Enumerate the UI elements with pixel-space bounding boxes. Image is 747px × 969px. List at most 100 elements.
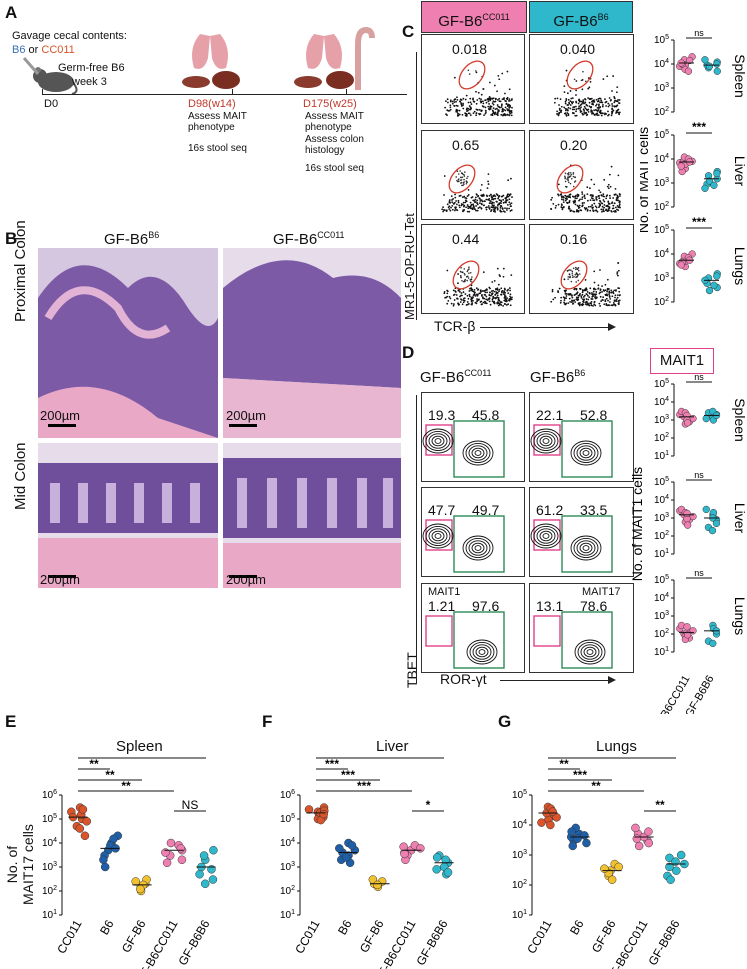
c-gate xyxy=(566,60,594,90)
c-flow-event xyxy=(478,298,480,301)
c-flow-event xyxy=(602,103,604,106)
c-flow-event xyxy=(469,97,472,100)
data-point xyxy=(580,831,589,840)
c-flow-event xyxy=(448,208,451,210)
c-flow-event xyxy=(611,291,613,294)
c-flow-event xyxy=(458,113,461,116)
c-flow-event xyxy=(488,194,491,197)
c-gate-event xyxy=(469,271,472,274)
contour-ring xyxy=(577,641,603,663)
data-point xyxy=(665,853,674,863)
c-flow-event xyxy=(474,301,477,304)
c-flow-event xyxy=(452,198,455,200)
d98-seq: 16s stool seq xyxy=(188,143,247,154)
data-point xyxy=(713,272,721,280)
c-flow-event xyxy=(599,109,602,112)
c-flow-event xyxy=(498,78,501,81)
y-tick-label: 102 xyxy=(654,530,669,542)
c-flow-event xyxy=(600,101,603,103)
c-flow-event xyxy=(443,175,446,177)
c-flow-event xyxy=(495,200,498,203)
c-flow-event xyxy=(483,293,486,296)
c-flow-event xyxy=(446,109,449,112)
b-scale-1: 200µm xyxy=(40,408,81,423)
contour-ring xyxy=(579,447,593,459)
y-tick-label: 103 xyxy=(42,861,57,873)
c-flow-event xyxy=(476,199,479,202)
contour-ring xyxy=(542,438,550,444)
c-flow-event xyxy=(509,112,512,115)
c-flow-event xyxy=(600,114,603,117)
c-flow-event xyxy=(509,304,512,307)
c-flow-event xyxy=(468,105,471,107)
c-flow-event xyxy=(480,93,483,96)
c-flow-event xyxy=(613,97,616,100)
c-flow-event xyxy=(560,105,563,108)
y-tick-label: 106 xyxy=(42,789,57,801)
c-flow-event xyxy=(606,287,609,290)
c-flow-event xyxy=(493,206,495,209)
c-flow-event xyxy=(456,297,458,300)
data-point xyxy=(713,169,721,178)
c-flow-event xyxy=(581,102,584,104)
c-flow-event xyxy=(490,294,492,297)
c-flow-event xyxy=(591,298,594,300)
b-col2-title: GF-B6CC011 xyxy=(273,230,345,248)
c-flow-event xyxy=(618,195,621,197)
c-flow-event xyxy=(557,290,559,292)
y-tick-label: 101 xyxy=(42,909,57,921)
c-flow-event xyxy=(611,108,614,111)
c-gate-event xyxy=(564,180,567,183)
c-flow-event xyxy=(505,300,508,303)
c-flow-event xyxy=(599,106,601,108)
c-flow-event xyxy=(453,99,456,101)
c-flow-event xyxy=(457,273,460,275)
c-flow-event xyxy=(452,202,455,205)
c-flow-event xyxy=(475,102,478,105)
c-flow-event xyxy=(498,274,501,276)
c-flow-event xyxy=(446,98,449,101)
c-flow-event xyxy=(446,289,448,292)
c-flow-event xyxy=(616,294,619,297)
c-flow-event xyxy=(484,106,487,109)
y-tick-label: 104 xyxy=(280,837,295,849)
c-flow-event xyxy=(608,173,611,176)
sig-label: ** xyxy=(559,757,569,771)
c-flow-event xyxy=(504,297,507,299)
c-gate-event xyxy=(468,272,470,274)
data-point xyxy=(684,67,693,75)
data-point xyxy=(82,817,91,826)
contour-ring xyxy=(533,430,559,452)
c-flow-event xyxy=(455,208,458,211)
data-point xyxy=(209,845,218,855)
c-flow-event xyxy=(602,208,605,211)
c-flow-event xyxy=(551,290,554,293)
c-flow-event xyxy=(456,203,458,206)
data-point xyxy=(335,844,344,853)
c-flow-event xyxy=(474,201,476,204)
c-flow-event xyxy=(598,197,601,200)
c-flow-event xyxy=(603,210,605,213)
c-flow-event xyxy=(598,204,601,207)
c-flow-event xyxy=(616,273,619,275)
c-flow-event xyxy=(568,293,571,295)
c-flow-event xyxy=(505,196,508,199)
data-point xyxy=(708,526,717,535)
data-point xyxy=(416,844,425,853)
c-gate-event xyxy=(580,79,583,82)
contour-ring xyxy=(431,435,445,447)
c-flow-event xyxy=(581,204,584,207)
c-flow-event xyxy=(608,301,611,303)
c-flow-plot: 0.20 xyxy=(529,130,634,220)
c-flow-event xyxy=(500,106,503,108)
c-flow-event xyxy=(605,195,608,198)
c-gate-event xyxy=(567,176,569,178)
c-flow-event xyxy=(603,178,606,181)
y-tick-label: 103 xyxy=(512,849,527,861)
c-flow-event xyxy=(569,104,572,106)
c-flow-event xyxy=(614,294,617,297)
c-flow-plot: 0.44 xyxy=(421,224,525,314)
c-flow-event xyxy=(603,303,606,306)
y-tick-label: 103 xyxy=(654,414,669,426)
c-flow-event xyxy=(480,183,483,186)
